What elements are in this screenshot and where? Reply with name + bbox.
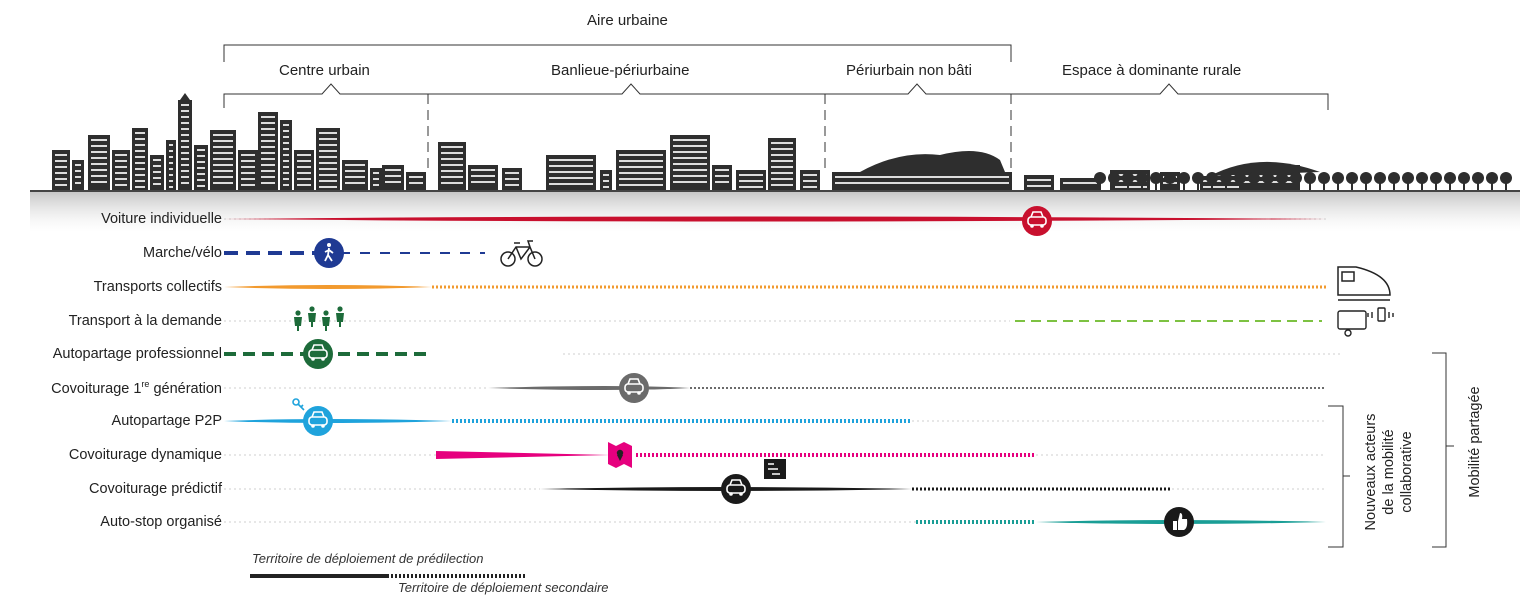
autopartage-pro-car-icon xyxy=(303,339,333,369)
nouveaux-acteurs-bracket xyxy=(1328,405,1350,548)
city-skyline xyxy=(52,93,1512,191)
zone-rurale: Espace à dominante rurale xyxy=(1062,62,1242,79)
aire-urbaine-bracket xyxy=(223,44,1012,62)
autopartage-p2p-car-icon xyxy=(303,406,333,436)
legend-lines xyxy=(250,574,387,578)
thumbs-up-icon xyxy=(1164,507,1194,537)
legend-primary-label: Territoire de déploiement de prédilectio… xyxy=(252,551,484,566)
skyline-reflection xyxy=(30,192,1520,232)
map-pin-icon xyxy=(608,442,632,468)
row-label-dynamique: Covoiturage dynamique xyxy=(68,447,222,463)
row-label-marche: Marche/vélo xyxy=(143,245,222,261)
voiture-car-icon xyxy=(1022,206,1052,236)
bus-phone-icon xyxy=(1337,307,1394,337)
row-label-voiture: Voiture individuelle xyxy=(101,211,222,227)
zone-dividers xyxy=(427,94,1012,172)
nouveaux-acteurs-label: Nouveaux acteurs de la mobilité collabor… xyxy=(1363,413,1415,531)
train-icon xyxy=(1337,266,1391,301)
row-label-predictif: Covoiturage prédictif xyxy=(89,481,222,497)
legend-secondary-label: Territoire de déploiement secondaire xyxy=(398,580,609,595)
row-label-transports: Transports collectifs xyxy=(93,279,222,295)
bicycle-icon xyxy=(500,240,543,267)
aire-urbaine-label: Aire urbaine xyxy=(587,12,668,29)
row-label-covoiturage-1: Covoiturage 1re génération xyxy=(51,379,222,397)
covoiturage-1-car-icon xyxy=(619,373,649,403)
people-group-icon xyxy=(294,306,344,331)
zone-periurbain: Périurbain non bâti xyxy=(846,62,972,79)
row-label-autostop: Auto-stop organisé xyxy=(100,514,222,530)
zone-centre-urbain: Centre urbain xyxy=(279,62,370,79)
row-label-p2p: Autopartage P2P xyxy=(111,413,222,429)
mobilite-partagee-bracket xyxy=(1432,352,1454,548)
data-chip-icon xyxy=(764,459,786,479)
mobilite-partagee-label: Mobilité partagée xyxy=(1467,386,1483,498)
row-label-tad: Transport à la demande xyxy=(68,313,222,329)
pedestrian-icon xyxy=(314,238,344,268)
zone-brackets xyxy=(223,83,1329,110)
key-icon xyxy=(292,398,305,411)
covoiturage-predictif-car-icon xyxy=(721,474,751,504)
zone-banlieue: Banlieue-périurbaine xyxy=(551,62,690,79)
row-label-autopartage-pro: Autopartage professionnel xyxy=(52,346,222,362)
